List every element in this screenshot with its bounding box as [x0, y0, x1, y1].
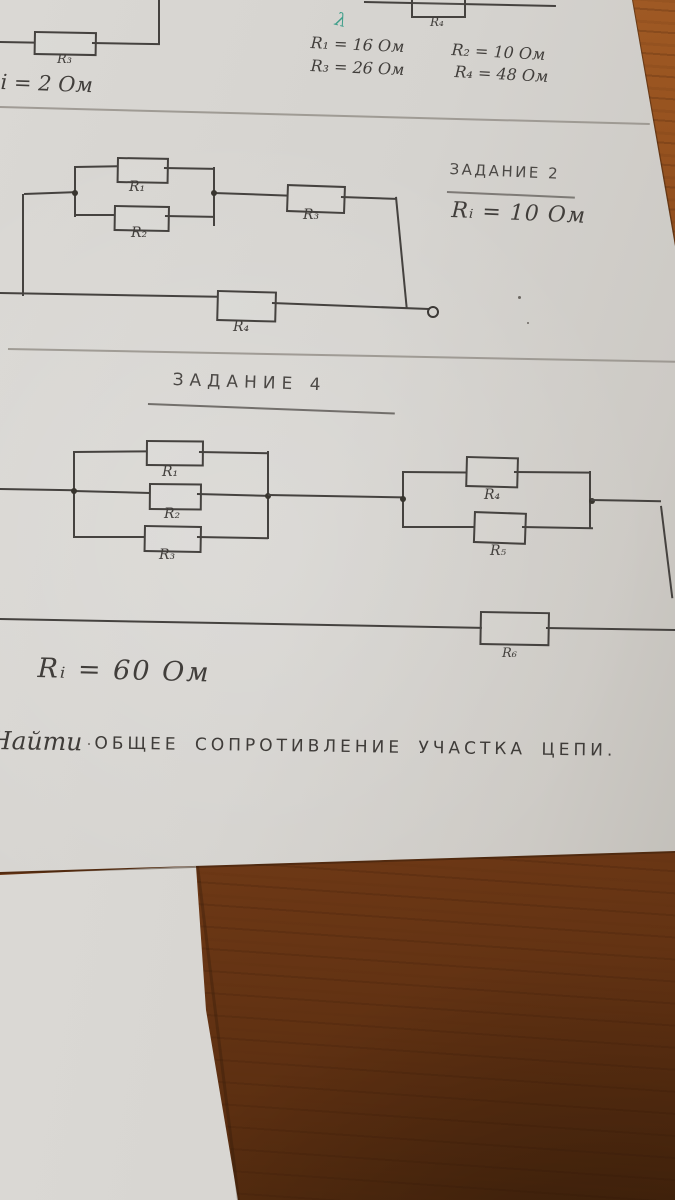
section-divider-line	[7, 348, 675, 363]
wire-segment	[521, 526, 593, 530]
wire-segment	[0, 618, 482, 629]
task4-heading-underline	[147, 403, 395, 415]
wire-segment	[75, 165, 119, 168]
resistor-label-task4-r6: R₆	[502, 646, 517, 661]
task2-heading: ЗАДАНИЕ 2	[449, 160, 561, 183]
wire-segment	[545, 627, 675, 632]
pencil-speck	[527, 322, 529, 324]
wire-segment	[196, 536, 268, 540]
task2-ri-value: Rᵢ = 10 Ом	[450, 198, 587, 229]
instruction-lead-word: Найти	[0, 726, 83, 757]
task4-heading: ЗАДАНИЕ 4	[172, 370, 327, 396]
wire-segment	[0, 292, 218, 298]
wire-segment	[590, 499, 661, 503]
resistor-label-task2-r4: R₄	[233, 319, 250, 335]
resistor-label-task2-r1: R₁	[129, 179, 146, 195]
pencil-speck	[88, 743, 90, 745]
resistor-label-task2-r3: R₃	[303, 207, 320, 223]
instruction-line: Найти ОБЩЕЕ СОПРОТИВЛЕНИЕ УЧАСТКА ЦЕПИ.	[0, 726, 617, 764]
junction-dot	[211, 190, 217, 196]
resistor-box-task4-r5	[472, 511, 527, 545]
value-r1: R₁ = 16 Ом	[310, 33, 405, 57]
wire-segment	[513, 471, 591, 474]
resistor-label-task2-r2: R₂	[131, 225, 148, 241]
value-r3: R₃ = 26 Ом	[310, 56, 405, 80]
wire-segment	[73, 451, 75, 538]
wire-segment	[213, 167, 215, 226]
wire-segment	[0, 488, 74, 492]
instruction-body-text: ОБЩЕЕ СОПРОТИВЛЕНИЕ УЧАСТКА ЦЕПИ.	[94, 733, 617, 761]
terminal-circle	[427, 306, 439, 318]
resistor-box-top-r4	[411, 0, 466, 18]
resistor-label-task4-r3: R₃	[159, 547, 176, 563]
wire-segment	[404, 526, 475, 528]
wire-segment	[24, 191, 77, 195]
wire-segment	[163, 167, 215, 170]
value-ri-partial: i = 2 Ом	[0, 70, 94, 98]
wire-segment	[74, 536, 145, 538]
resistor-label-task4-r4: R₄	[484, 487, 501, 503]
wire-segment	[74, 450, 148, 453]
wire-segment	[340, 196, 396, 200]
wire-segment	[196, 493, 268, 497]
green-check-mark: λ	[332, 9, 350, 33]
resistor-box-task4-r4	[465, 456, 519, 489]
resistor-box-task4-r1	[145, 440, 204, 467]
section-divider-line	[0, 106, 650, 125]
resistor-label-task4-r1: R₁	[162, 464, 179, 480]
wire-segment	[395, 196, 408, 309]
wire-segment	[22, 194, 24, 296]
junction-dot	[400, 496, 406, 502]
wire-segment	[213, 192, 288, 197]
value-r4: R₄ = 48 Ом	[454, 62, 549, 86]
value-r2: R₂ = 10 Ом	[451, 40, 546, 64]
wire-segment	[660, 505, 674, 599]
wire-segment	[267, 494, 403, 499]
task4-ri-value: Rᵢ = 60 Ом	[37, 653, 211, 689]
pencil-speck	[518, 296, 521, 299]
resistor-box-task4-r6	[479, 611, 550, 647]
wire-segment	[75, 214, 115, 216]
wire-segment	[91, 42, 160, 46]
task2-heading-underline	[446, 191, 575, 199]
resistor-label-top-r4: R₄	[430, 15, 444, 29]
wire-segment	[164, 215, 214, 218]
resistor-box-task2-r4	[216, 290, 277, 323]
junction-dot	[71, 488, 77, 494]
junction-dot	[72, 190, 78, 196]
wire-segment	[0, 41, 35, 44]
resistor-label-task4-r2: R₂	[164, 506, 181, 522]
resistor-label-top-r3: R₃	[57, 52, 72, 67]
wire-segment	[198, 451, 269, 455]
wire-segment	[73, 490, 150, 494]
wire-segment	[402, 471, 467, 474]
wire-segment	[158, 0, 160, 44]
resistor-label-task4-r5: R₅	[490, 543, 507, 559]
